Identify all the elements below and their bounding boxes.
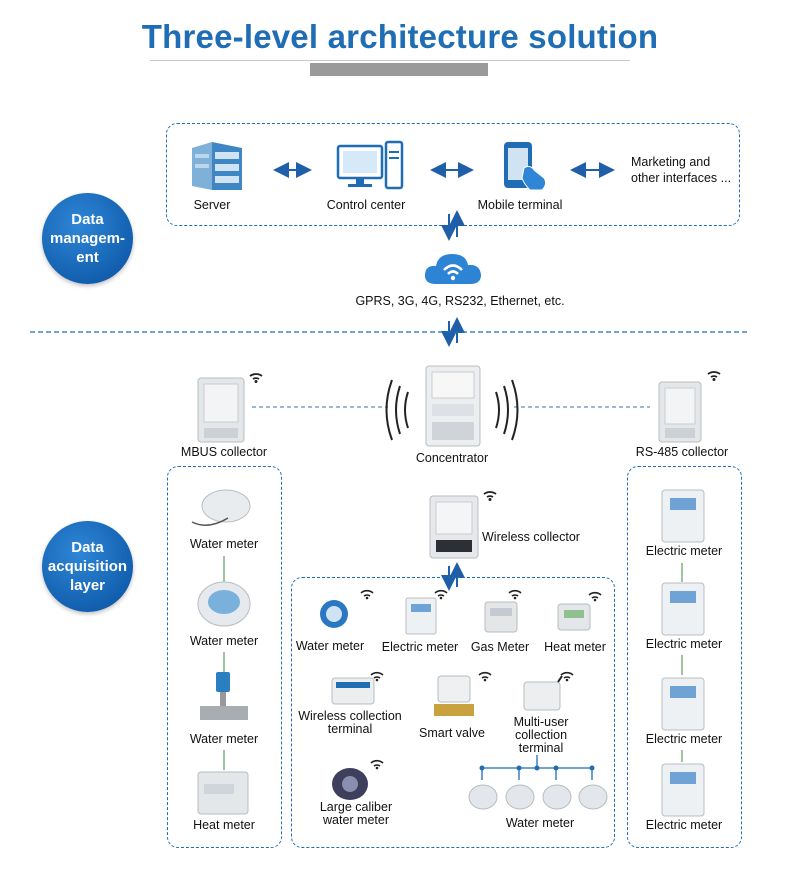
wifi-icon (508, 589, 522, 600)
right-device-label-2: Electric meter (645, 637, 723, 651)
mid-water-meter-label: Water meter (295, 639, 365, 653)
rs485-collector-image (658, 381, 702, 443)
wireless-devices-box (291, 577, 615, 848)
data-management-badge: Data managem-ent (42, 193, 133, 284)
computer-icon (336, 140, 404, 190)
wifi-icon (483, 491, 497, 501)
mbus-devices-box (167, 466, 282, 848)
data-acquisition-badge: Data acquisition layer (42, 521, 133, 612)
wifi-icon (560, 671, 574, 682)
water-meter-image (505, 784, 535, 810)
rs485-devices-box (627, 466, 742, 848)
wifi-icon (360, 589, 374, 600)
water-meter-image (191, 489, 251, 526)
water-meter-image (468, 784, 498, 810)
water-meter-image (320, 600, 348, 628)
multi-user-terminal-image (523, 675, 563, 711)
electric-meter-image (405, 597, 437, 635)
title-underline (150, 60, 630, 61)
electric-meter-image (661, 582, 705, 636)
gas-meter-image (484, 601, 518, 633)
wireless-terminal-label: Wireless collection terminal (298, 709, 402, 736)
electric-meter-image (661, 763, 705, 817)
control-center-label: Control center (326, 198, 406, 212)
right-device-label-3: Electric meter (645, 732, 723, 746)
mobile-icon (504, 142, 547, 191)
wifi-icon (370, 671, 384, 682)
title-accent-bar (310, 63, 488, 76)
wireless-terminal-image (331, 677, 375, 705)
mid-gas-meter-label: Gas Meter (470, 640, 530, 654)
water-meter-image (197, 581, 251, 627)
concentrator-image (425, 365, 481, 447)
electric-meter-image (661, 489, 705, 543)
left-device-label-4: Heat meter (193, 818, 255, 832)
wifi-icon (370, 759, 384, 770)
smart-valve-image (434, 675, 474, 716)
mobile-terminal-label: Mobile terminal (477, 198, 563, 212)
mid-electric-meter-label: Electric meter (381, 640, 459, 654)
left-device-label-2: Water meter (189, 634, 259, 648)
mid-heat-meter-label: Heat meter (544, 640, 606, 654)
rs485-collector-label: RS-485 collector (635, 445, 729, 459)
server-icon (192, 142, 242, 190)
wireless-collector-label: Wireless collector (482, 530, 580, 544)
server-label: Server (193, 198, 231, 212)
water-meter-image (578, 784, 608, 810)
wifi-icon (588, 591, 602, 602)
water-meter-image (542, 784, 572, 810)
electric-meter-image (661, 677, 705, 731)
page-title: Three-level architecture solution (141, 18, 659, 55)
heat-meter-image (197, 771, 249, 815)
water-meter-group-label: Water meter (505, 816, 575, 830)
wifi-icon (478, 671, 492, 682)
left-device-label-3: Water meter (189, 732, 259, 746)
marketing-label: Marketing and other interfaces ... (631, 155, 732, 185)
left-device-label-1: Water meter (189, 537, 259, 551)
large-caliber-meter-image (332, 768, 368, 800)
multi-user-terminal-label: Multi-user collection terminal (513, 715, 569, 755)
cloud-wifi-icon (424, 254, 481, 284)
mbus-collector-label: MBUS collector (180, 445, 268, 459)
heat-meter-image (557, 603, 591, 631)
concentrator-label: Concentrator (415, 451, 489, 465)
wifi-icon (434, 589, 448, 600)
wireless-collector-image (429, 495, 479, 559)
wifi-icon (249, 373, 263, 383)
smart-valve-label: Smart valve (419, 726, 485, 740)
flow-meter-image (200, 672, 248, 720)
wifi-icon (707, 371, 721, 381)
mbus-collector-image (197, 377, 245, 443)
network-label: GPRS, 3G, 4G, RS232, Ethernet, etc. (355, 294, 565, 308)
right-device-label-1: Electric meter (645, 544, 723, 558)
right-device-label-4: Electric meter (645, 818, 723, 832)
large-caliber-label: Large caliber water meter (319, 800, 393, 827)
